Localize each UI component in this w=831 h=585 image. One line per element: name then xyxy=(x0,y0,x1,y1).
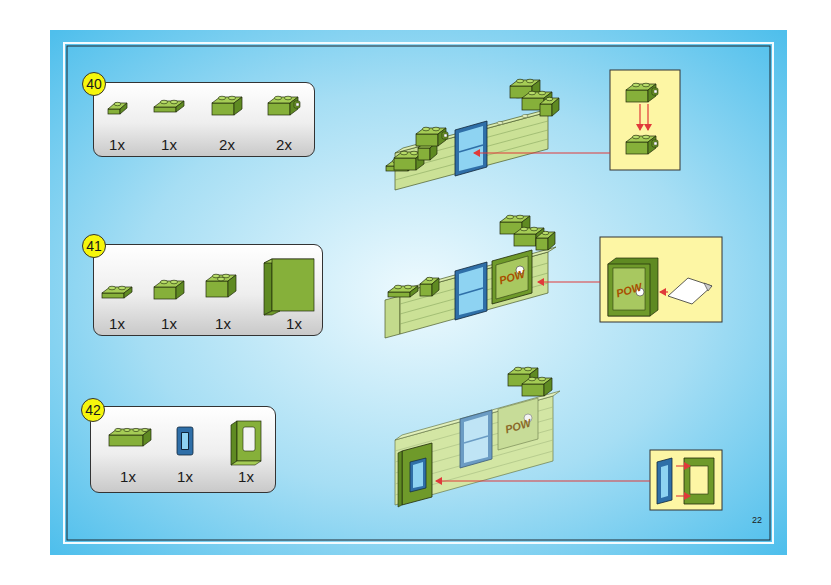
sticker-text: POW xyxy=(498,268,526,286)
model-step-42 xyxy=(395,367,560,507)
part-quantity: 2x xyxy=(219,137,235,152)
parts-list-panel: 1x1x1x1x41 xyxy=(93,244,323,336)
step-number-circle: 41 xyxy=(82,234,106,258)
part-quantity: 1x xyxy=(161,137,177,152)
sticker-text: POW xyxy=(504,417,532,435)
sticker-text: POW xyxy=(615,281,643,299)
model-step-40 xyxy=(386,79,559,190)
part-quantity: 1x xyxy=(177,469,193,484)
page-number: 22 xyxy=(752,516,762,525)
parts-list-panel: 1x1x1x42 xyxy=(90,406,276,493)
model-step-41 xyxy=(385,215,556,338)
part-quantity: 1x xyxy=(215,316,231,331)
step-number-circle: 42 xyxy=(81,398,105,422)
part-quantity: 2x xyxy=(276,137,292,152)
part-quantity: 1x xyxy=(161,316,177,331)
step-number: 40 xyxy=(86,77,102,91)
step-number-circle: 40 xyxy=(82,72,106,96)
part-quantity: 1x xyxy=(109,137,125,152)
step-number: 42 xyxy=(85,403,101,417)
part-quantity: 1x xyxy=(238,469,254,484)
part-quantity: 1x xyxy=(109,316,125,331)
step-number: 41 xyxy=(86,239,102,253)
part-quantity: 1x xyxy=(286,316,302,331)
parts-list-panel: 1x1x2x2x40 xyxy=(93,82,315,157)
part-quantity: 1x xyxy=(120,469,136,484)
